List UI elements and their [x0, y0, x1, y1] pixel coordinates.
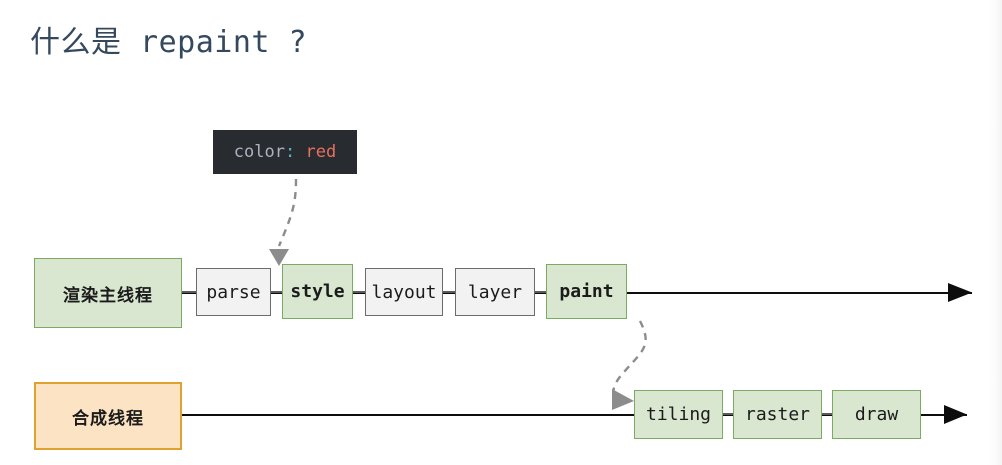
page-title: 什么是 repaint ? — [30, 25, 308, 60]
connector-layout-layer — [443, 291, 455, 293]
pipeline-step-draw[interactable]: draw — [832, 390, 921, 439]
dashed-arrowhead-tiling — [612, 389, 634, 410]
lane-label-compositor-thread: 合成线程 — [34, 382, 182, 450]
connector-tiling-raster — [722, 413, 733, 415]
connector-parse-style — [271, 291, 282, 293]
code-property: color — [233, 142, 285, 162]
pipeline-step-tiling[interactable]: tiling — [634, 390, 723, 439]
connector-layer-paint — [535, 291, 546, 293]
pipeline-step-paint[interactable]: paint — [546, 264, 627, 319]
connector-raster-draw — [821, 413, 832, 415]
pipeline-step-layout[interactable]: layout — [365, 268, 443, 316]
lane-label-main-thread: 渲染主线程 — [34, 258, 182, 328]
page-edge-shadow — [988, 0, 1002, 465]
code-value: red — [295, 142, 337, 162]
pipeline-step-style[interactable]: style — [282, 264, 353, 319]
dashed-arrow-code-to-style — [277, 178, 298, 247]
dashed-arrow-paint-to-tiling — [612, 320, 647, 401]
connector-style-layout — [353, 291, 365, 293]
code-colon: : — [284, 142, 296, 162]
connector-lane-parse — [182, 291, 196, 293]
pipeline-step-parse[interactable]: parse — [196, 268, 271, 316]
code-snippet-chip: color: red — [213, 130, 357, 174]
compositor-thread-timeline — [182, 414, 967, 416]
pipeline-step-layer[interactable]: layer — [455, 268, 535, 316]
pipeline-step-raster[interactable]: raster — [733, 390, 822, 439]
